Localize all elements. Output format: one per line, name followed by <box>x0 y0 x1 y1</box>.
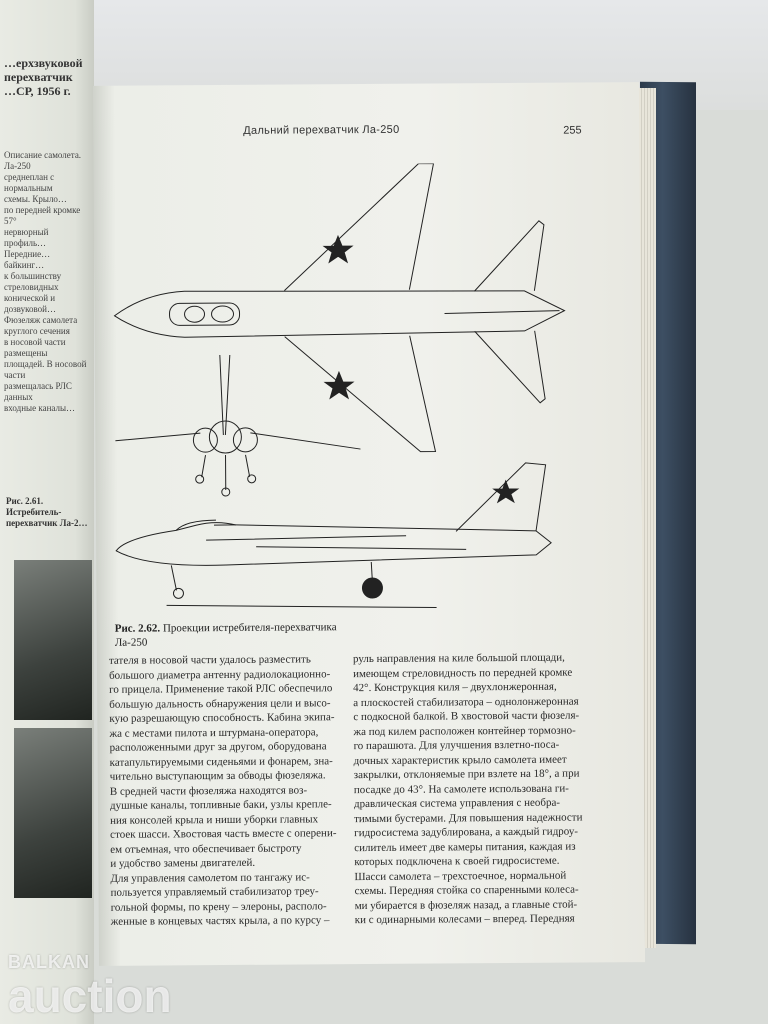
text-line: женные в концевых частях крыла, а по кур… <box>110 914 330 928</box>
top-view-drawing <box>113 163 566 453</box>
front-view-drawing <box>115 354 361 497</box>
text-line: катапультируемыми сиденьями и фонарем, з… <box>109 754 333 769</box>
figure-caption: Рис. 2.62. Проекции истребителя-перехват… <box>114 621 337 649</box>
text-line: чительно выступающим за обводы фюзеляжа. <box>109 769 326 783</box>
text-line: байкинг… <box>4 260 45 270</box>
text-line: В средней части фюзеляжа находятся воз- <box>109 783 308 798</box>
text-line: жа с местами пилота и штурмана-оператора… <box>109 725 319 740</box>
text-line: Передние… <box>4 249 51 259</box>
left-heading: …ерхзвуковой перехватчик…СР, 1956 г. <box>4 56 83 98</box>
text-line: Фюзеляж самолета круглого сечения <box>4 315 78 336</box>
text-line: го прицела. Применение такой РЛС обеспеч… <box>109 682 333 696</box>
text-line: к большинству стреловидных <box>4 271 62 292</box>
aircraft-photo <box>14 728 92 898</box>
text-line: нервюрный профиль… <box>4 227 49 248</box>
text-column-1: тателя в носовой части удалось разместит… <box>109 652 343 929</box>
left-caption: Рис. 2.61. Истребитель-перехватчик Ла-2… <box>6 496 88 528</box>
side-view-drawing <box>115 462 552 609</box>
text-line: в носовой части размещены <box>4 337 66 358</box>
text-line: пользуется управляемый стабилизатор треу… <box>110 885 319 899</box>
text-line: размещалась РЛС данных <box>4 381 72 402</box>
text-line: тателя в носовой части удалось разместит… <box>108 653 311 667</box>
text-line: душные каналы, топливные баки, узлы креп… <box>109 798 332 812</box>
text-line: гольной формы, по крену – элероны, распо… <box>110 899 327 914</box>
text-line: стоек шасси. Хвостовая часть вместе с оп… <box>110 827 337 841</box>
running-head: Дальний перехватчик Ла-250 <box>243 123 400 137</box>
page-number: 255 <box>563 124 582 137</box>
text-line: конической и дозвуковой… <box>4 293 56 314</box>
text-line: схемы. Крыло… <box>4 194 67 204</box>
aircraft-photo <box>14 560 92 720</box>
text-column-2: руль направления на киле большой площади… <box>353 650 617 927</box>
left-page: …ерхзвуковой перехватчик…СР, 1956 г. Опи… <box>0 0 94 1024</box>
text-line: схемы. Передняя стойка со спаренными кол… <box>354 883 579 898</box>
text-line: Для управления самолетом по тангажу ис- <box>110 870 310 885</box>
text-line: расположенными друг за другом, оборудова… <box>109 740 327 754</box>
text-line: закрылки, отклоняемые при взлете на 18°,… <box>353 767 580 782</box>
text-line: площадей. В носовой части <box>4 359 87 380</box>
text-line: гидросистема задублирована, а каждый гид… <box>354 825 579 840</box>
text-line: большого диаметра антенну радиолокационн… <box>109 667 331 682</box>
text-line: ем отъемная, что обеспечивает быстроту <box>110 841 302 856</box>
text-line: и удобство замены двигателей. <box>110 856 256 870</box>
text-line: входные каналы… <box>4 403 75 413</box>
text-line: большую дальность обнаружения цели и выс… <box>109 696 331 711</box>
text-line: Описание самолета. Ла-250 <box>4 150 82 171</box>
text-line: с подкосной балкой. В хвостовой части фю… <box>353 709 580 724</box>
right-page: Дальний перехватчик Ла-250 255 <box>92 82 646 966</box>
watermark-logo: BALKAN auction <box>8 952 172 1022</box>
text-line: по передней кромке 57° <box>4 205 81 226</box>
text-line: кую разрешающую способность. Кабина экип… <box>109 711 335 725</box>
text-line: среднеплан с нормальным <box>4 172 55 193</box>
aircraft-drawings <box>113 163 566 609</box>
text-line: ки с одинарными колесами – вперед. Перед… <box>354 912 575 927</box>
text-line: ния консолей крыла и ниши уборки главных <box>110 812 319 827</box>
